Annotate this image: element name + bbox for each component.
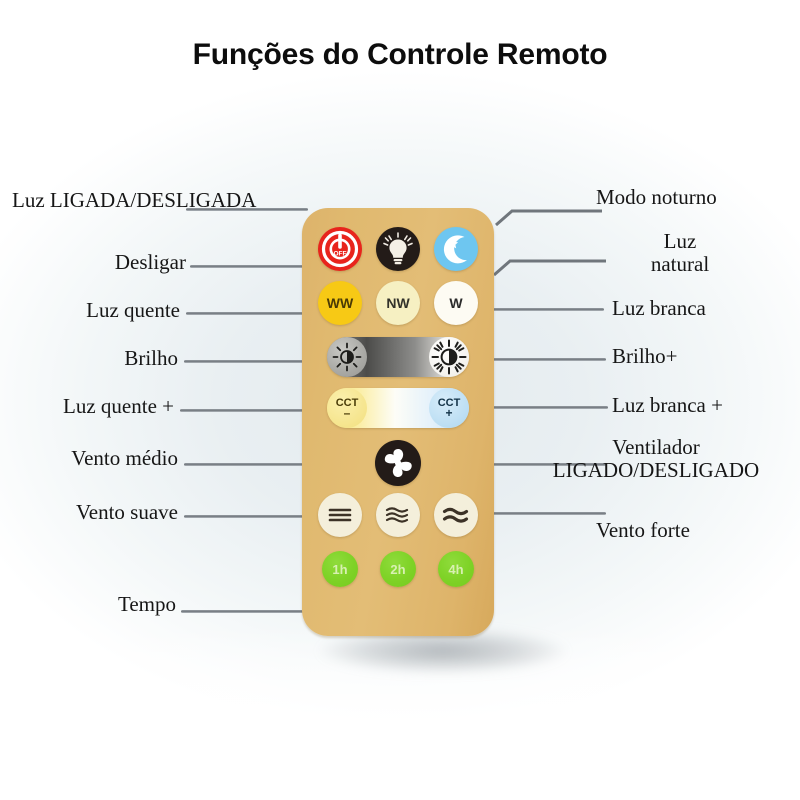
- white-button[interactable]: W: [434, 281, 478, 325]
- callout-night-mode: Modo noturno: [596, 185, 717, 209]
- callout-strong-wind: Vento forte: [596, 518, 690, 542]
- fan-power-button[interactable]: [375, 440, 421, 486]
- bulb-icon: [383, 232, 413, 265]
- natural-white-button[interactable]: NW: [376, 281, 420, 325]
- power-off-label: OFF: [334, 251, 347, 258]
- callout-medium-wind: Vento médio: [71, 446, 178, 470]
- leader-line-white-light: [490, 308, 604, 311]
- white-label: W: [449, 295, 463, 311]
- callout-warm-light-plus: Luz quente +: [63, 394, 174, 418]
- callout-brightness: Brilho: [124, 346, 178, 370]
- fan-icon: [384, 449, 412, 477]
- remote-row-wind-speed: [302, 493, 494, 537]
- warm-white-label: WW: [326, 295, 354, 311]
- wavy-lines-thin-icon: [385, 507, 409, 523]
- timer-2h-label: 2h: [390, 561, 406, 577]
- cct-minus-button[interactable]: CCT –: [327, 388, 367, 428]
- timer-4h-button[interactable]: 4h: [438, 551, 474, 587]
- callout-soft-wind: Vento suave: [75, 500, 178, 524]
- power-off-button[interactable]: OFF: [318, 227, 362, 271]
- power-icon: OFF: [321, 230, 359, 268]
- warm-white-button[interactable]: WW: [318, 281, 362, 325]
- cct-plus-sign: +: [445, 406, 453, 420]
- leader-line-strong-wind: [488, 512, 606, 515]
- callout-timer: Tempo: [117, 592, 176, 616]
- leader-line-timer: [181, 610, 316, 613]
- leader-line-light-on-off: [186, 208, 308, 211]
- callout-white-light-plus: Luz branca +: [612, 393, 723, 417]
- remote-control-body: OFF WW: [302, 208, 494, 636]
- straight-lines-icon: [328, 508, 352, 522]
- wind-strong-button[interactable]: [434, 493, 478, 537]
- cct-slider[interactable]: CCT – CCT +: [327, 388, 469, 428]
- leader-line-soft-wind: [184, 515, 320, 518]
- page-title: Funções do Controle Remoto: [192, 38, 608, 71]
- remote-row-timer: 1h 2h 4h: [302, 551, 494, 587]
- timer-2h-button[interactable]: 2h: [380, 551, 416, 587]
- wind-low-button[interactable]: [318, 493, 362, 537]
- night-mode-button[interactable]: [434, 227, 478, 271]
- timer-1h-button[interactable]: 1h: [322, 551, 358, 587]
- callout-light-on-off: Luz LIGADA/DESLIGADA: [12, 188, 257, 212]
- timer-1h-label: 1h: [332, 561, 348, 577]
- leader-line-night-mode: [495, 209, 602, 227]
- cct-plus-button[interactable]: CCT +: [429, 388, 469, 428]
- remote-row-fan-power: [302, 440, 494, 486]
- sun-bright-icon: [431, 339, 467, 375]
- leader-line-fan-on-off: [488, 463, 606, 466]
- sun-dim-icon: [332, 342, 362, 372]
- leader-line-brightness: [184, 360, 320, 363]
- natural-white-label: NW: [386, 295, 410, 311]
- callout-warm-light: Luz quente: [86, 298, 180, 322]
- remote-row-power-light-night: OFF: [302, 227, 494, 271]
- moon-star-icon: [443, 235, 467, 264]
- cct-minus-label: CCT: [335, 397, 359, 409]
- wind-medium-button[interactable]: [376, 493, 420, 537]
- cct-plus-label: CCT: [437, 397, 461, 409]
- leader-line-turn-off: [190, 265, 318, 268]
- callout-white-light: Luz branca: [612, 296, 706, 320]
- remote-row-color-presets: WW NW W: [302, 281, 494, 325]
- wavy-lines-thick-icon: [442, 507, 469, 523]
- light-on-button[interactable]: [376, 227, 420, 271]
- cct-minus-sign: –: [343, 406, 351, 420]
- leader-line-natural-light: [493, 259, 606, 277]
- brightness-up-button[interactable]: [429, 337, 469, 377]
- callout-turn-off: Desligar: [114, 250, 186, 274]
- leader-line-warm-plus: [180, 409, 320, 412]
- leader-line-medium-wind: [184, 463, 320, 466]
- leader-line-white-light-plus: [490, 406, 608, 409]
- callout-brightness-plus: Brilho+: [612, 344, 678, 368]
- leader-line-warm-light: [186, 312, 316, 315]
- timer-4h-label: 4h: [448, 561, 464, 577]
- leader-line-brightness-plus: [490, 358, 606, 361]
- brightness-down-button[interactable]: [327, 337, 367, 377]
- brightness-slider[interactable]: [327, 337, 469, 377]
